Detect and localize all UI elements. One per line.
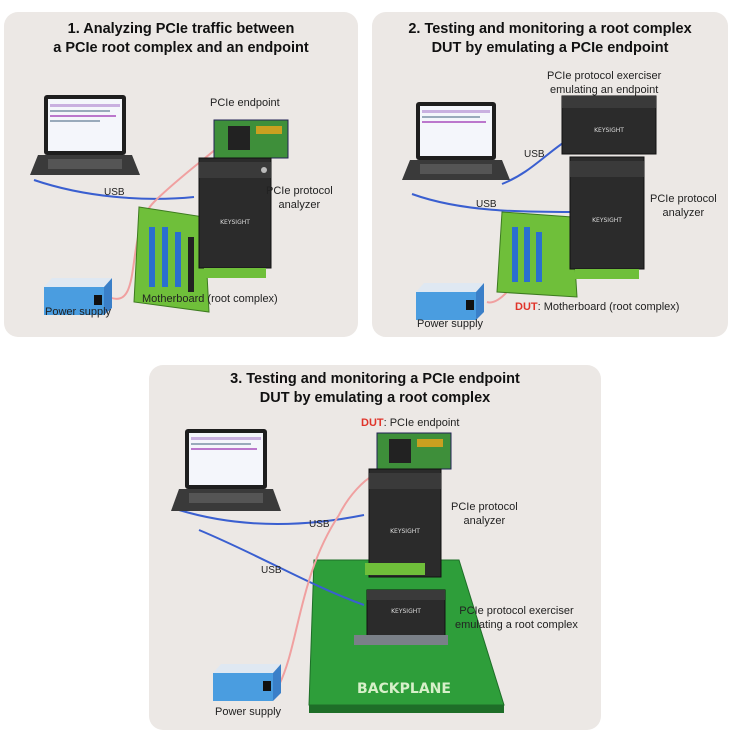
- power-supply-icon: [213, 664, 281, 701]
- panel-1: 1. Analyzing PCIe traffic between a PCIe…: [4, 12, 358, 337]
- svg-text:KEYSIGHT: KEYSIGHT: [594, 127, 624, 134]
- usb-label-1: USB: [524, 149, 545, 160]
- pcie-analyzer-label: PCIe protocol analyzer: [650, 193, 717, 219]
- pcie-protocol-analyzer-device: KEYSIGHT: [198, 157, 272, 278]
- usb-label-2: USB: [476, 199, 497, 210]
- svg-text:KEYSIGHT: KEYSIGHT: [390, 528, 420, 535]
- laptop-icon: [171, 429, 281, 511]
- svg-text:KEYSIGHT: KEYSIGHT: [592, 217, 622, 224]
- pcie-analyzer-label: PCIe protocol analyzer: [451, 501, 518, 527]
- pcie-endpoint-card: [213, 119, 289, 159]
- pcie-endpoint-dut-label: DUT: PCIe endpoint: [361, 417, 460, 429]
- motherboard-label: Motherboard (root complex): [142, 293, 278, 305]
- panel-1-diagram: USB: [30, 95, 289, 315]
- pcie-analyzer-label: PCIe protocol analyzer: [266, 185, 333, 211]
- motherboard-icon: [133, 206, 210, 313]
- power-cable: [278, 474, 375, 686]
- usb-cable: [33, 179, 195, 200]
- power-supply-icon: [416, 283, 484, 320]
- usb-label-1: USB: [309, 519, 330, 530]
- usb-label-2: USB: [261, 565, 282, 576]
- power-cable: [108, 141, 225, 300]
- pcie-endpoint-card: [376, 432, 452, 470]
- motherboard-icon: [496, 211, 578, 298]
- power-supply-icon: [44, 278, 112, 315]
- power-supply-label: Power supply: [417, 318, 484, 330]
- usb-cable-1: [178, 509, 365, 526]
- usb-label: USB: [104, 187, 125, 198]
- pcie-protocol-analyzer-device: KEYSIGHT: [365, 468, 442, 578]
- usb-cable-2: [198, 529, 365, 606]
- svg-text:KEYSIGHT: KEYSIGHT: [220, 219, 250, 226]
- motherboard-dut-label: DUT: Motherboard (root complex): [515, 301, 680, 313]
- power-supply-label: Power supply: [215, 706, 282, 718]
- pcie-exerciser-label: PCIe protocol exerciser emulating an end…: [547, 70, 662, 96]
- panel-2-diagram: USB USB KEYSIGHT KEYSIGHT: [402, 95, 657, 320]
- svg-text:KEYSIGHT: KEYSIGHT: [391, 608, 421, 615]
- panel-2: 2. Testing and monitoring a root complex…: [372, 12, 728, 337]
- pcie-protocol-analyzer-device: KEYSIGHT: [569, 156, 645, 279]
- panel-3: 3. Testing and monitoring a PCIe endpoin…: [149, 365, 601, 730]
- panel-3-title: 3. Testing and monitoring a PCIe endpoin…: [230, 371, 520, 406]
- pcie-protocol-exerciser-device: KEYSIGHT: [561, 95, 657, 155]
- panel-2-title: 2. Testing and monitoring a root complex…: [408, 21, 692, 56]
- laptop-icon: [30, 95, 140, 175]
- panel-1-title: 1. Analyzing PCIe traffic between a PCIe…: [53, 21, 309, 56]
- laptop-icon: [402, 102, 510, 180]
- pcie-protocol-exerciser-device: KEYSIGHT: [354, 589, 448, 645]
- panel-3-diagram: BACKPLANE USB USB KEYSIGHT: [171, 429, 505, 713]
- svg-text:BACKPLANE: BACKPLANE: [357, 681, 451, 697]
- usb-cable-2: [411, 193, 573, 213]
- pcie-endpoint-label: PCIe endpoint: [210, 97, 280, 109]
- pcie-exerciser-label: PCIe protocol exerciser emulating a root…: [455, 605, 578, 631]
- power-supply-label: Power supply: [45, 306, 112, 318]
